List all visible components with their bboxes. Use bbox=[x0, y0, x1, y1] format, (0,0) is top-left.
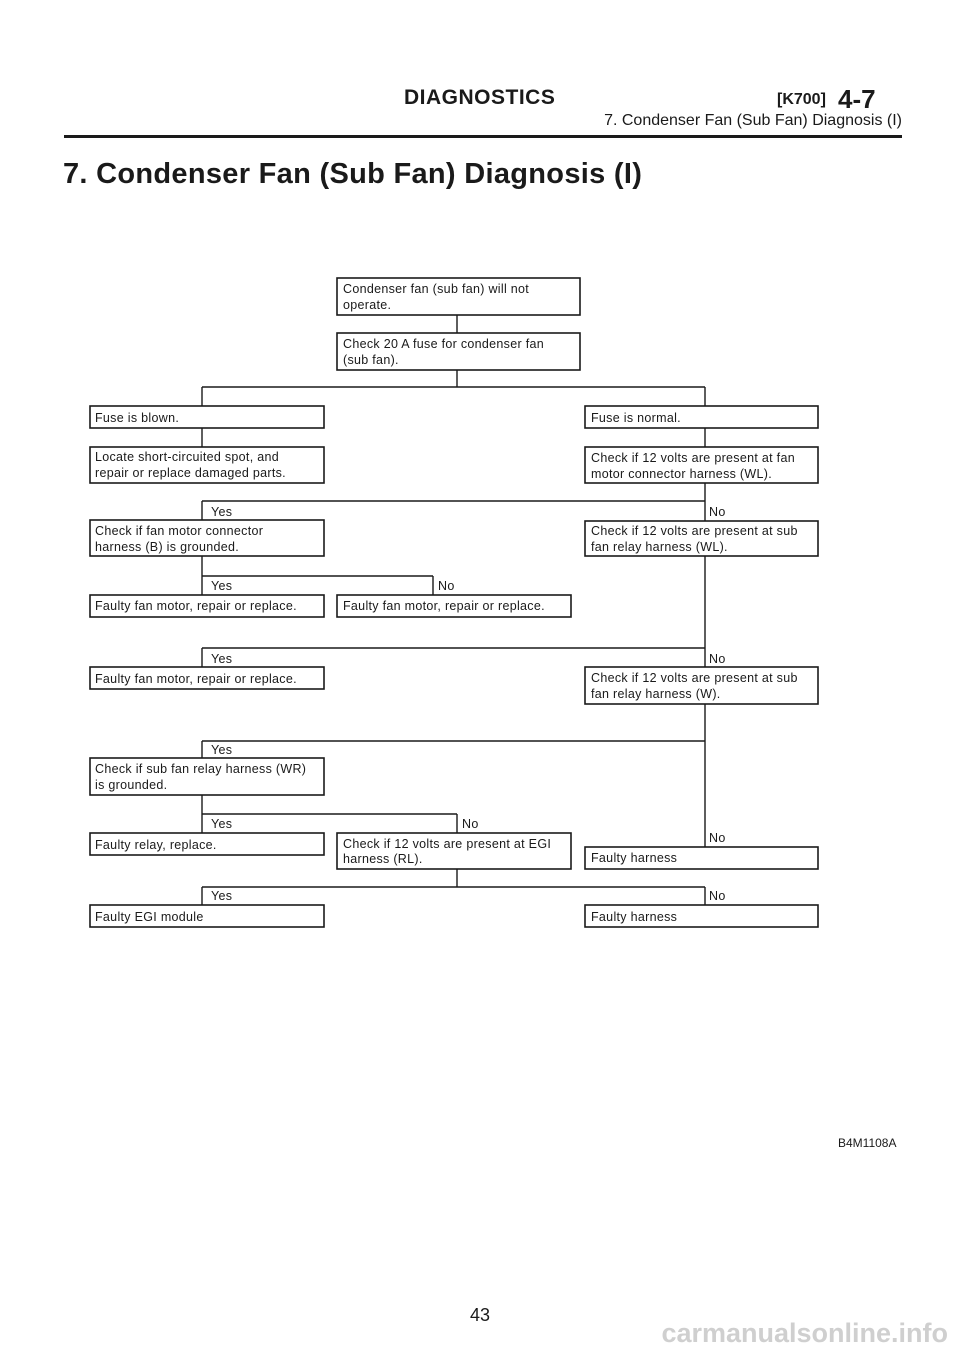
svg-text:(sub fan).: (sub fan). bbox=[343, 353, 399, 367]
no-label: No bbox=[709, 505, 726, 519]
box-start: Condenser fan (sub fan) will not operate… bbox=[336, 277, 581, 316]
svg-text:Check if 12 volts are present: Check if 12 volts are present at sub bbox=[591, 524, 798, 538]
svg-text:Faulty fan motor, repair or re: Faulty fan motor, repair or replace. bbox=[95, 599, 297, 613]
box-check-grounded-b: Check if fan motor connector harness (B)… bbox=[89, 519, 325, 557]
svg-text:Faulty EGI module: Faulty EGI module bbox=[95, 910, 204, 924]
svg-text:Check 20 A fuse for condenser: Check 20 A fuse for condenser fan bbox=[343, 337, 544, 351]
box-fuse-blown: Fuse is blown. bbox=[89, 405, 325, 429]
no-label: No bbox=[709, 831, 726, 845]
box-faulty-motor-1: Faulty fan motor, repair or replace. bbox=[89, 594, 325, 618]
box-check-relay-wr: Check if sub fan relay harness (WR) is g… bbox=[89, 757, 325, 796]
svg-text:Condenser fan (sub fan) will n: Condenser fan (sub fan) will not bbox=[343, 282, 529, 296]
branch-labels: Yes No Yes No Yes No Yes Yes No No Yes N… bbox=[211, 505, 726, 903]
svg-text:is grounded.: is grounded. bbox=[95, 778, 167, 792]
yes-label: Yes bbox=[211, 743, 232, 757]
yes-label: Yes bbox=[211, 579, 232, 593]
box-faulty-motor-3: Faulty fan motor, repair or replace. bbox=[89, 666, 325, 690]
box-check-12v-relay-wl: Check if 12 volts are present at sub fan… bbox=[584, 520, 819, 557]
header-subtitle: 7. Condenser Fan (Sub Fan) Diagnosis (I) bbox=[604, 112, 902, 129]
svg-text:harness (RL).: harness (RL). bbox=[343, 852, 423, 866]
header-rule bbox=[64, 135, 902, 138]
box-fuse-normal: Fuse is normal. bbox=[584, 405, 819, 429]
yes-label: Yes bbox=[211, 505, 232, 519]
svg-text:Faulty relay, replace.: Faulty relay, replace. bbox=[95, 838, 217, 852]
page-number: 43 bbox=[469, 1305, 491, 1325]
box-check-12v-egi: Check if 12 volts are present at EGI har… bbox=[336, 832, 572, 870]
yes-label: Yes bbox=[211, 817, 232, 831]
svg-text:Faulty fan motor, repair or re: Faulty fan motor, repair or replace. bbox=[95, 672, 297, 686]
chapter-number: 4-7 bbox=[838, 84, 876, 114]
watermark: carmanualsonline.info bbox=[661, 1318, 948, 1348]
box-faulty-motor-2: Faulty fan motor, repair or replace. bbox=[336, 594, 572, 618]
svg-text:motor connector harness (WL).: motor connector harness (WL). bbox=[591, 467, 772, 481]
svg-text:Faulty harness: Faulty harness bbox=[591, 910, 677, 924]
box-faulty-egi: Faulty EGI module bbox=[89, 904, 325, 928]
svg-text:repair or replace damaged part: repair or replace damaged parts. bbox=[95, 466, 286, 480]
no-label: No bbox=[462, 817, 479, 831]
connectors bbox=[201, 315, 706, 905]
svg-text:Faulty fan motor, repair or re: Faulty fan motor, repair or replace. bbox=[343, 599, 545, 613]
no-label: No bbox=[709, 652, 726, 666]
section-code: [K700] bbox=[777, 91, 826, 108]
svg-text:Check if 12 volts are present: Check if 12 volts are present at sub bbox=[591, 671, 798, 685]
no-label: No bbox=[438, 579, 455, 593]
page-title: 7. Condenser Fan (Sub Fan) Diagnosis (I) bbox=[63, 158, 643, 190]
svg-text:Fuse is blown.: Fuse is blown. bbox=[95, 411, 179, 425]
section-heading: DIAGNOSTICS bbox=[404, 86, 556, 109]
box-faulty-relay: Faulty relay, replace. bbox=[89, 832, 325, 856]
box-check-12v-fan-motor: Check if 12 volts are present at fan mot… bbox=[584, 446, 819, 484]
yes-label: Yes bbox=[211, 652, 232, 666]
svg-text:Faulty harness: Faulty harness bbox=[591, 851, 677, 865]
no-label: No bbox=[709, 889, 726, 903]
yes-label: Yes bbox=[211, 889, 232, 903]
svg-text:Check if 12 volts are present: Check if 12 volts are present at fan bbox=[591, 451, 795, 465]
box-locate-short: Locate short-circuited spot, and repair … bbox=[89, 446, 325, 484]
svg-text:Fuse is normal.: Fuse is normal. bbox=[591, 411, 681, 425]
box-faulty-harness-1: Faulty harness bbox=[584, 846, 819, 870]
svg-text:harness (B) is grounded.: harness (B) is grounded. bbox=[95, 540, 239, 554]
svg-text:Check if sub fan relay harness: Check if sub fan relay harness (WR) bbox=[95, 762, 306, 776]
box-check-fuse: Check 20 A fuse for condenser fan (sub f… bbox=[336, 332, 581, 371]
figure-id: B4M1108A bbox=[838, 1136, 897, 1150]
svg-text:Check if 12 volts are present: Check if 12 volts are present at EGI bbox=[343, 837, 551, 851]
svg-text:fan relay harness (W).: fan relay harness (W). bbox=[591, 687, 721, 701]
svg-text:fan relay harness (WL).: fan relay harness (WL). bbox=[591, 540, 728, 554]
box-faulty-harness-2: Faulty harness bbox=[584, 904, 819, 928]
box-check-12v-relay-w: Check if 12 volts are present at sub fan… bbox=[584, 666, 819, 705]
svg-text:Locate short-circuited spot, a: Locate short-circuited spot, and bbox=[95, 450, 279, 464]
svg-text:operate.: operate. bbox=[343, 298, 391, 312]
svg-text:Check if fan motor connector: Check if fan motor connector bbox=[95, 524, 263, 538]
